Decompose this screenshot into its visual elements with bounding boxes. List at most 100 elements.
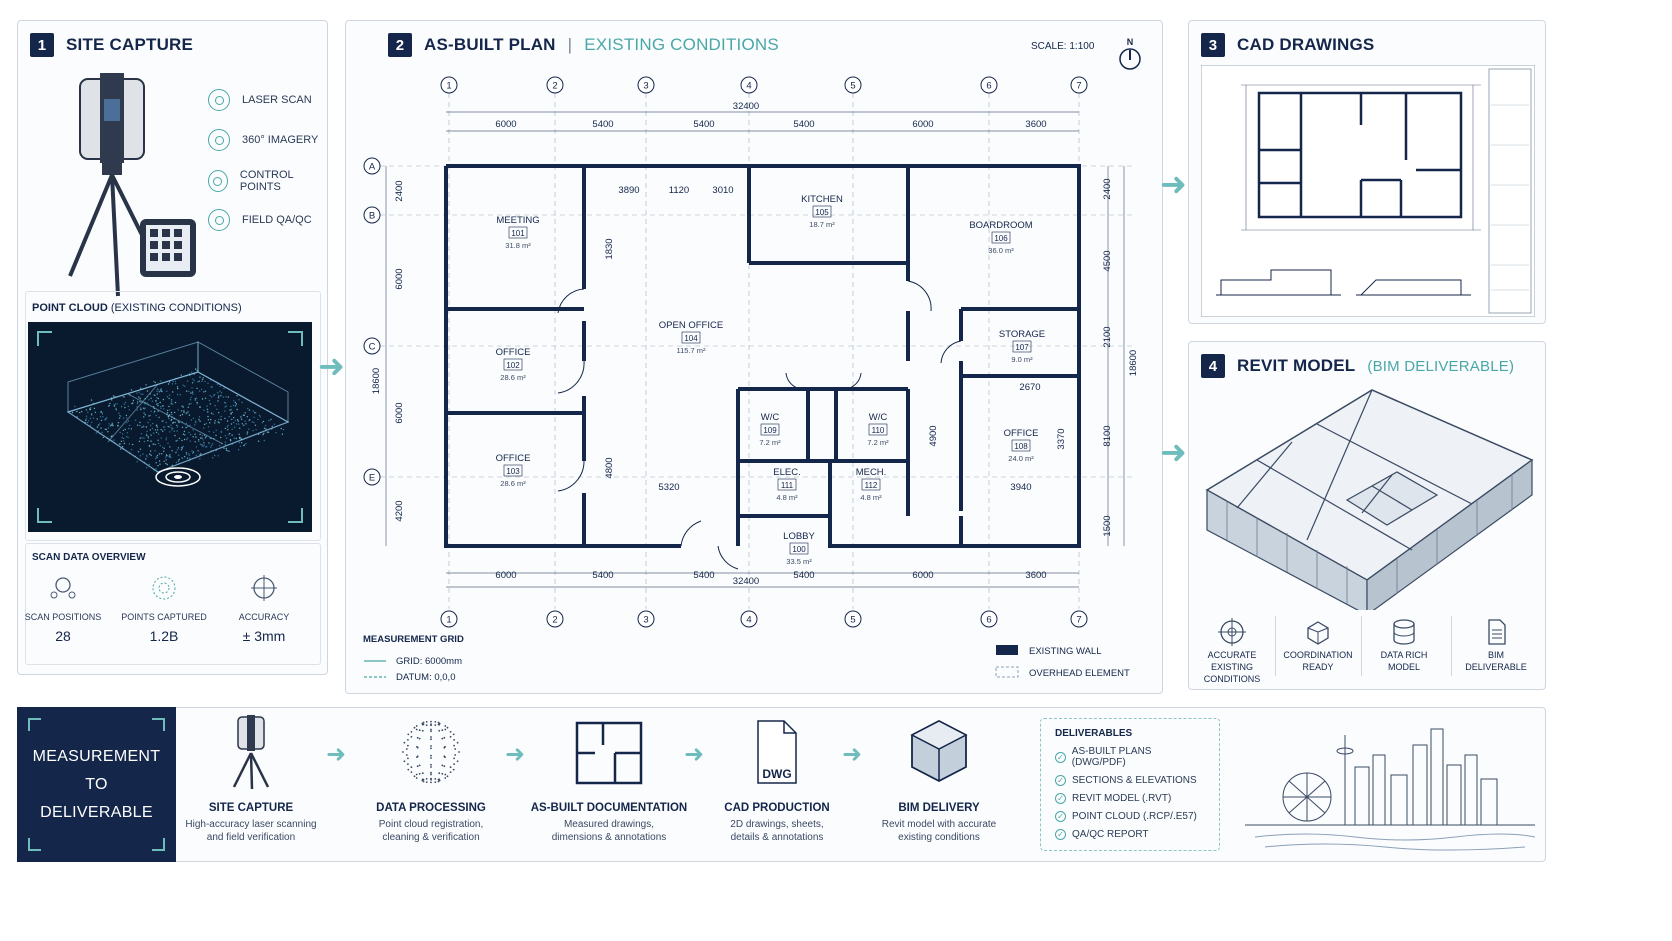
process-arrow-icon: ➜: [842, 741, 863, 768]
dimension-label: 5400: [592, 570, 613, 581]
dimension-label: 6000: [394, 402, 405, 423]
grid-bubble: [546, 76, 564, 94]
grid-column-label: 4: [746, 615, 751, 626]
grid-spacing: GRID: 6000mm: [396, 656, 462, 667]
grid-bubble: [844, 76, 862, 94]
scan-overview-box: SCAN DATA OVERVIEW: [25, 543, 321, 665]
panel-title: SITE CAPTURE: [66, 35, 194, 54]
grid-column-label: 7: [1076, 81, 1081, 92]
measurement-banner: MEASUREMENT TO DELIVERABLE: [17, 707, 176, 862]
capture-item-control-points: CONTROL POINTS: [208, 169, 327, 193]
room-area: 115.7 m²: [676, 346, 706, 355]
grid-row-label: E: [369, 473, 375, 484]
dimension-label: 5400: [693, 119, 714, 130]
step-description: details & annotations: [730, 832, 824, 843]
laser-scan-icon: [208, 89, 230, 111]
room-number: 112: [865, 481, 878, 490]
room-area: 36.0 m²: [988, 246, 1014, 255]
dimension-label: 6000: [495, 570, 516, 581]
dimension-label: 6000: [495, 119, 516, 130]
dimension-label: 4900: [928, 425, 939, 446]
feature-label: MODEL: [1387, 662, 1420, 672]
room-name: OFFICE: [496, 347, 531, 358]
grid-bubble: [440, 76, 458, 94]
check-icon: ✓: [1055, 775, 1066, 786]
grid-row-label: A: [369, 162, 376, 173]
dimension-label: 5400: [592, 119, 613, 130]
capture-item-field-qa: FIELD QA/QC: [208, 209, 312, 231]
feature-label: COORDINATION: [1283, 650, 1353, 660]
points-captured-icon: [152, 576, 176, 600]
grid-column-label: 2: [552, 81, 557, 92]
panel-subtitle: (BIM DELIVERABLE): [1367, 357, 1515, 375]
deliverable-label: AS-BUILT PLANS (DWG/PDF): [1071, 746, 1152, 768]
step-description: High-accuracy laser scanning: [185, 819, 317, 830]
plan-scale: SCALE: 1:100: [1031, 41, 1095, 52]
floor-plan-icon: [575, 721, 643, 785]
deliverable-item: ✓ POINT CLOUD (.RCP/.E57): [1055, 811, 1205, 822]
banner-line: MEASUREMENT: [32, 747, 161, 765]
revit-3d-model: [1205, 389, 1534, 610]
room-number: 106: [994, 234, 1008, 243]
point-cloud-heading: POINT CLOUD (EXISTING CONDITIONS): [32, 302, 242, 314]
feature-divider: [1275, 616, 1276, 676]
dimension-label: 6000: [912, 119, 933, 130]
grid-bubble: [980, 610, 998, 628]
stat-label: SCAN POSITIONS: [24, 612, 102, 622]
grid-column-label: 3: [643, 81, 648, 92]
room-name: W/C: [761, 412, 780, 423]
step-title: CAD PRODUCTION: [724, 802, 830, 814]
room-area: 9.0 m²: [1011, 355, 1033, 364]
capture-item-laser-scan: LASER SCAN: [208, 89, 312, 111]
revit-model-panel: 4 REVIT MODEL (BIM DELIVERABLE): [1188, 341, 1546, 690]
check-icon: ✓: [1055, 811, 1066, 822]
room-area: 7.2 m²: [867, 438, 889, 447]
step-description: 2D drawings, sheets,: [730, 819, 824, 830]
flow-arrow-icon: ➜: [1160, 166, 1187, 202]
grid-bubble: [1070, 610, 1088, 628]
panel-title: AS-BUILT PLAN: [424, 35, 556, 54]
room-area: 24.0 m²: [1008, 454, 1034, 463]
cube-network-icon: [1307, 621, 1329, 645]
dimension-label: 2670: [1019, 382, 1040, 393]
deliverable-label: POINT CLOUD (.RCP/.E57): [1072, 811, 1197, 822]
dimension-label: 3940: [1010, 482, 1031, 493]
north-arrow-icon: [1119, 48, 1141, 70]
dwg-label: DWG: [762, 767, 792, 781]
grid-bubble: [740, 610, 758, 628]
step-description: and field verification: [206, 832, 296, 843]
feature-data-rich: DATA RICH MODEL: [1360, 618, 1448, 673]
datum: DATUM: 0,0,0: [396, 672, 456, 683]
grid-column-label: 7: [1076, 615, 1081, 626]
deliverable-label: QA/QC REPORT: [1072, 829, 1149, 840]
step-description: cleaning & verification: [382, 832, 480, 843]
stat-value: 1.2B: [149, 628, 179, 644]
room-number: 108: [1014, 442, 1028, 451]
grid-column-label: 5: [850, 615, 855, 626]
grid-bubble: [637, 76, 655, 94]
step-number: 1: [30, 33, 54, 57]
panel-subtitle: EXISTING CONDITIONS: [584, 35, 779, 54]
legend-overhead-element: OVERHEAD ELEMENT: [1029, 668, 1130, 679]
scan-overview-title: SCAN DATA OVERVIEW: [32, 552, 146, 563]
point-cloud-image: [28, 322, 312, 532]
accuracy-icon: [251, 575, 277, 601]
room-name: MEETING: [496, 215, 539, 226]
title-divider: |: [567, 35, 573, 54]
target-icon: [1218, 618, 1246, 646]
room-area: 33.5 m²: [786, 557, 812, 566]
feature-divider: [1361, 616, 1362, 676]
grid-column-label: 6: [986, 615, 991, 626]
step-title: SITE CAPTURE: [208, 802, 294, 814]
step-title: BIM DELIVERY: [898, 802, 980, 814]
dimension-label: 3370: [1056, 428, 1067, 449]
step-title: DATA PROCESSING: [376, 802, 486, 814]
room-name: OFFICE: [496, 453, 531, 464]
room-name: STORAGE: [999, 329, 1045, 340]
feature-label: DELIVERABLE: [1465, 662, 1527, 672]
capture-item-label: FIELD QA/QC: [242, 214, 312, 226]
